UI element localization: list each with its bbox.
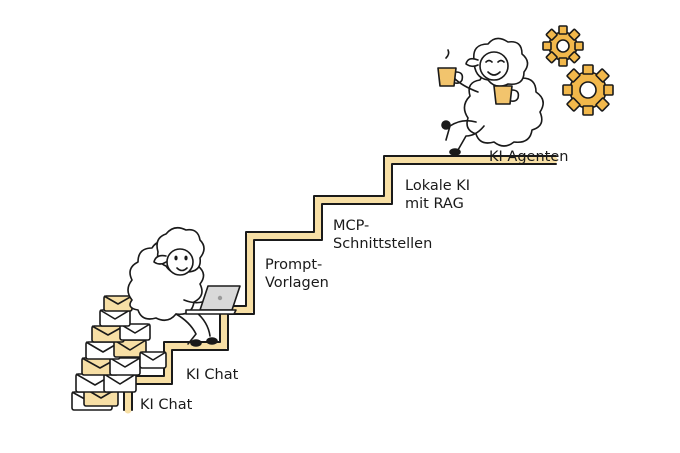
envelope-icon	[103, 373, 137, 393]
step-label-3-line2: Vorlagen	[265, 275, 329, 291]
staircase-upper-edge	[123, 155, 557, 411]
sheep-hoof	[190, 339, 202, 347]
staircase	[123, 155, 558, 414]
gears	[542, 25, 614, 116]
staircase-lower-edge	[131, 163, 557, 411]
sheep-eye	[485, 59, 493, 63]
envelope-icon	[103, 295, 133, 312]
envelope-stack	[71, 295, 167, 411]
sheep-hoof	[206, 337, 218, 345]
envelope-icon	[119, 323, 151, 341]
step-label-5: Lokale KI mit RAG	[405, 177, 470, 213]
laptop-icon	[185, 285, 241, 315]
step-label-3: Prompt- Vorlagen	[265, 256, 329, 292]
step-label-2: KI Chat	[186, 367, 239, 383]
step-label-5-line2: mit RAG	[405, 196, 464, 212]
sheep-ear	[465, 57, 479, 68]
gear-icon	[542, 25, 584, 67]
sheep-with-laptop	[127, 226, 241, 347]
envelope-icon	[109, 357, 141, 376]
staircase-fill	[124, 156, 558, 414]
sheep-eye	[174, 255, 178, 261]
step-label-4-line1: MCP-	[333, 218, 370, 234]
step-label-5-line1: Lokale KI	[405, 178, 471, 194]
sheep-hoof	[441, 120, 451, 130]
sheep-ear	[153, 254, 167, 265]
step-label-4: MCP- Schnittstellen	[333, 217, 432, 253]
sheep-eye	[497, 59, 505, 63]
sheep-face	[166, 248, 194, 276]
sheep-smile	[487, 71, 501, 76]
step-label-6: KI Agenten	[489, 149, 569, 165]
envelope-icon	[139, 351, 167, 369]
sheep-eye	[184, 255, 188, 261]
sheep-leg	[175, 313, 197, 345]
sheep-leg	[195, 311, 211, 337]
step-label-3-line1: Prompt-	[265, 257, 323, 273]
coffee-cup-icon	[493, 85, 520, 105]
sheep-leg	[457, 125, 485, 151]
sheep-arm	[183, 299, 203, 304]
sheep-hoof	[449, 148, 461, 156]
coffee-cup-icon	[437, 49, 464, 87]
envelope-icon	[99, 309, 131, 327]
sheep-smile	[176, 267, 188, 272]
step-label-1: KI Chat	[140, 397, 193, 413]
sheep-with-coffee	[437, 37, 544, 156]
gear-icon	[562, 64, 614, 116]
step-label-4-line2: Schnittstellen	[333, 236, 433, 252]
sheep-face	[479, 51, 509, 81]
